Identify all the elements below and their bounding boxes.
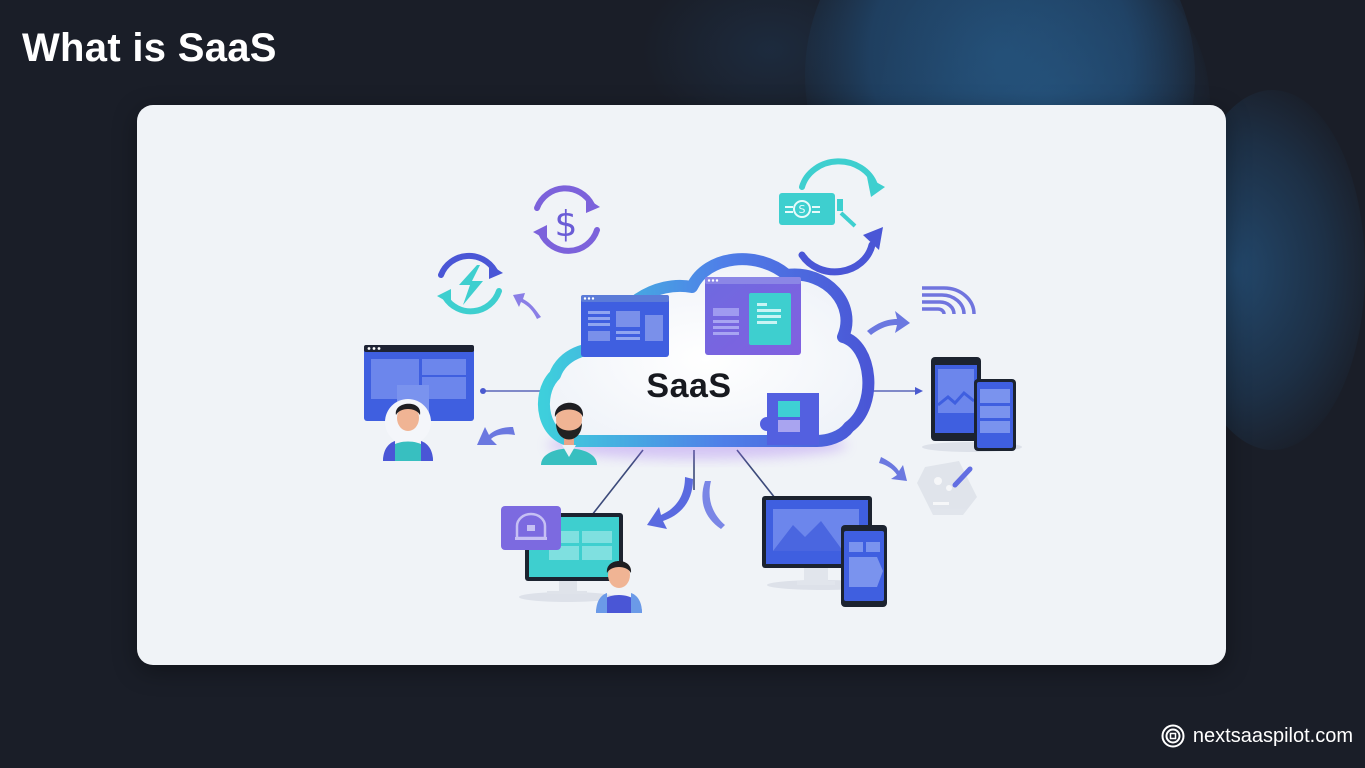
puzzle-module [760,393,819,445]
arrow-icon [879,457,907,481]
wireless-signal-icon [922,286,976,315]
svg-text:$: $ [555,204,578,245]
web-app-window-blue [581,295,669,357]
subscription-dollar-cycle: $ [533,185,600,254]
desktop-phone-blue [762,496,887,607]
mobile-devices [922,357,1022,452]
circle-logo-icon [1161,724,1185,748]
saas-illustration: $ S [364,158,1022,613]
desktop-dashboard-user [364,345,474,461]
illustration-card: $ S [137,105,1226,665]
footer-brand[interactable]: nextsaaspilot.com [1161,724,1353,748]
arrow-icon [867,311,910,335]
svg-text:S: S [799,203,806,216]
auto-update-lightning-cycle [437,252,503,315]
arrow-icon [513,293,541,319]
desktop-teal-user [501,506,642,613]
curve-icon [702,481,725,529]
payment-card-cycle: S [779,158,885,276]
bearded-user-avatar [541,402,597,465]
arrow-icon [477,427,515,445]
web-app-window-purple [705,277,801,355]
saas-center-label: SaaS [646,367,732,405]
arrow-icon [647,477,693,529]
page-title: What is SaaS [22,26,277,70]
settings-tool-icon [917,461,977,515]
brand-url[interactable]: nextsaaspilot.com [1192,724,1353,747]
